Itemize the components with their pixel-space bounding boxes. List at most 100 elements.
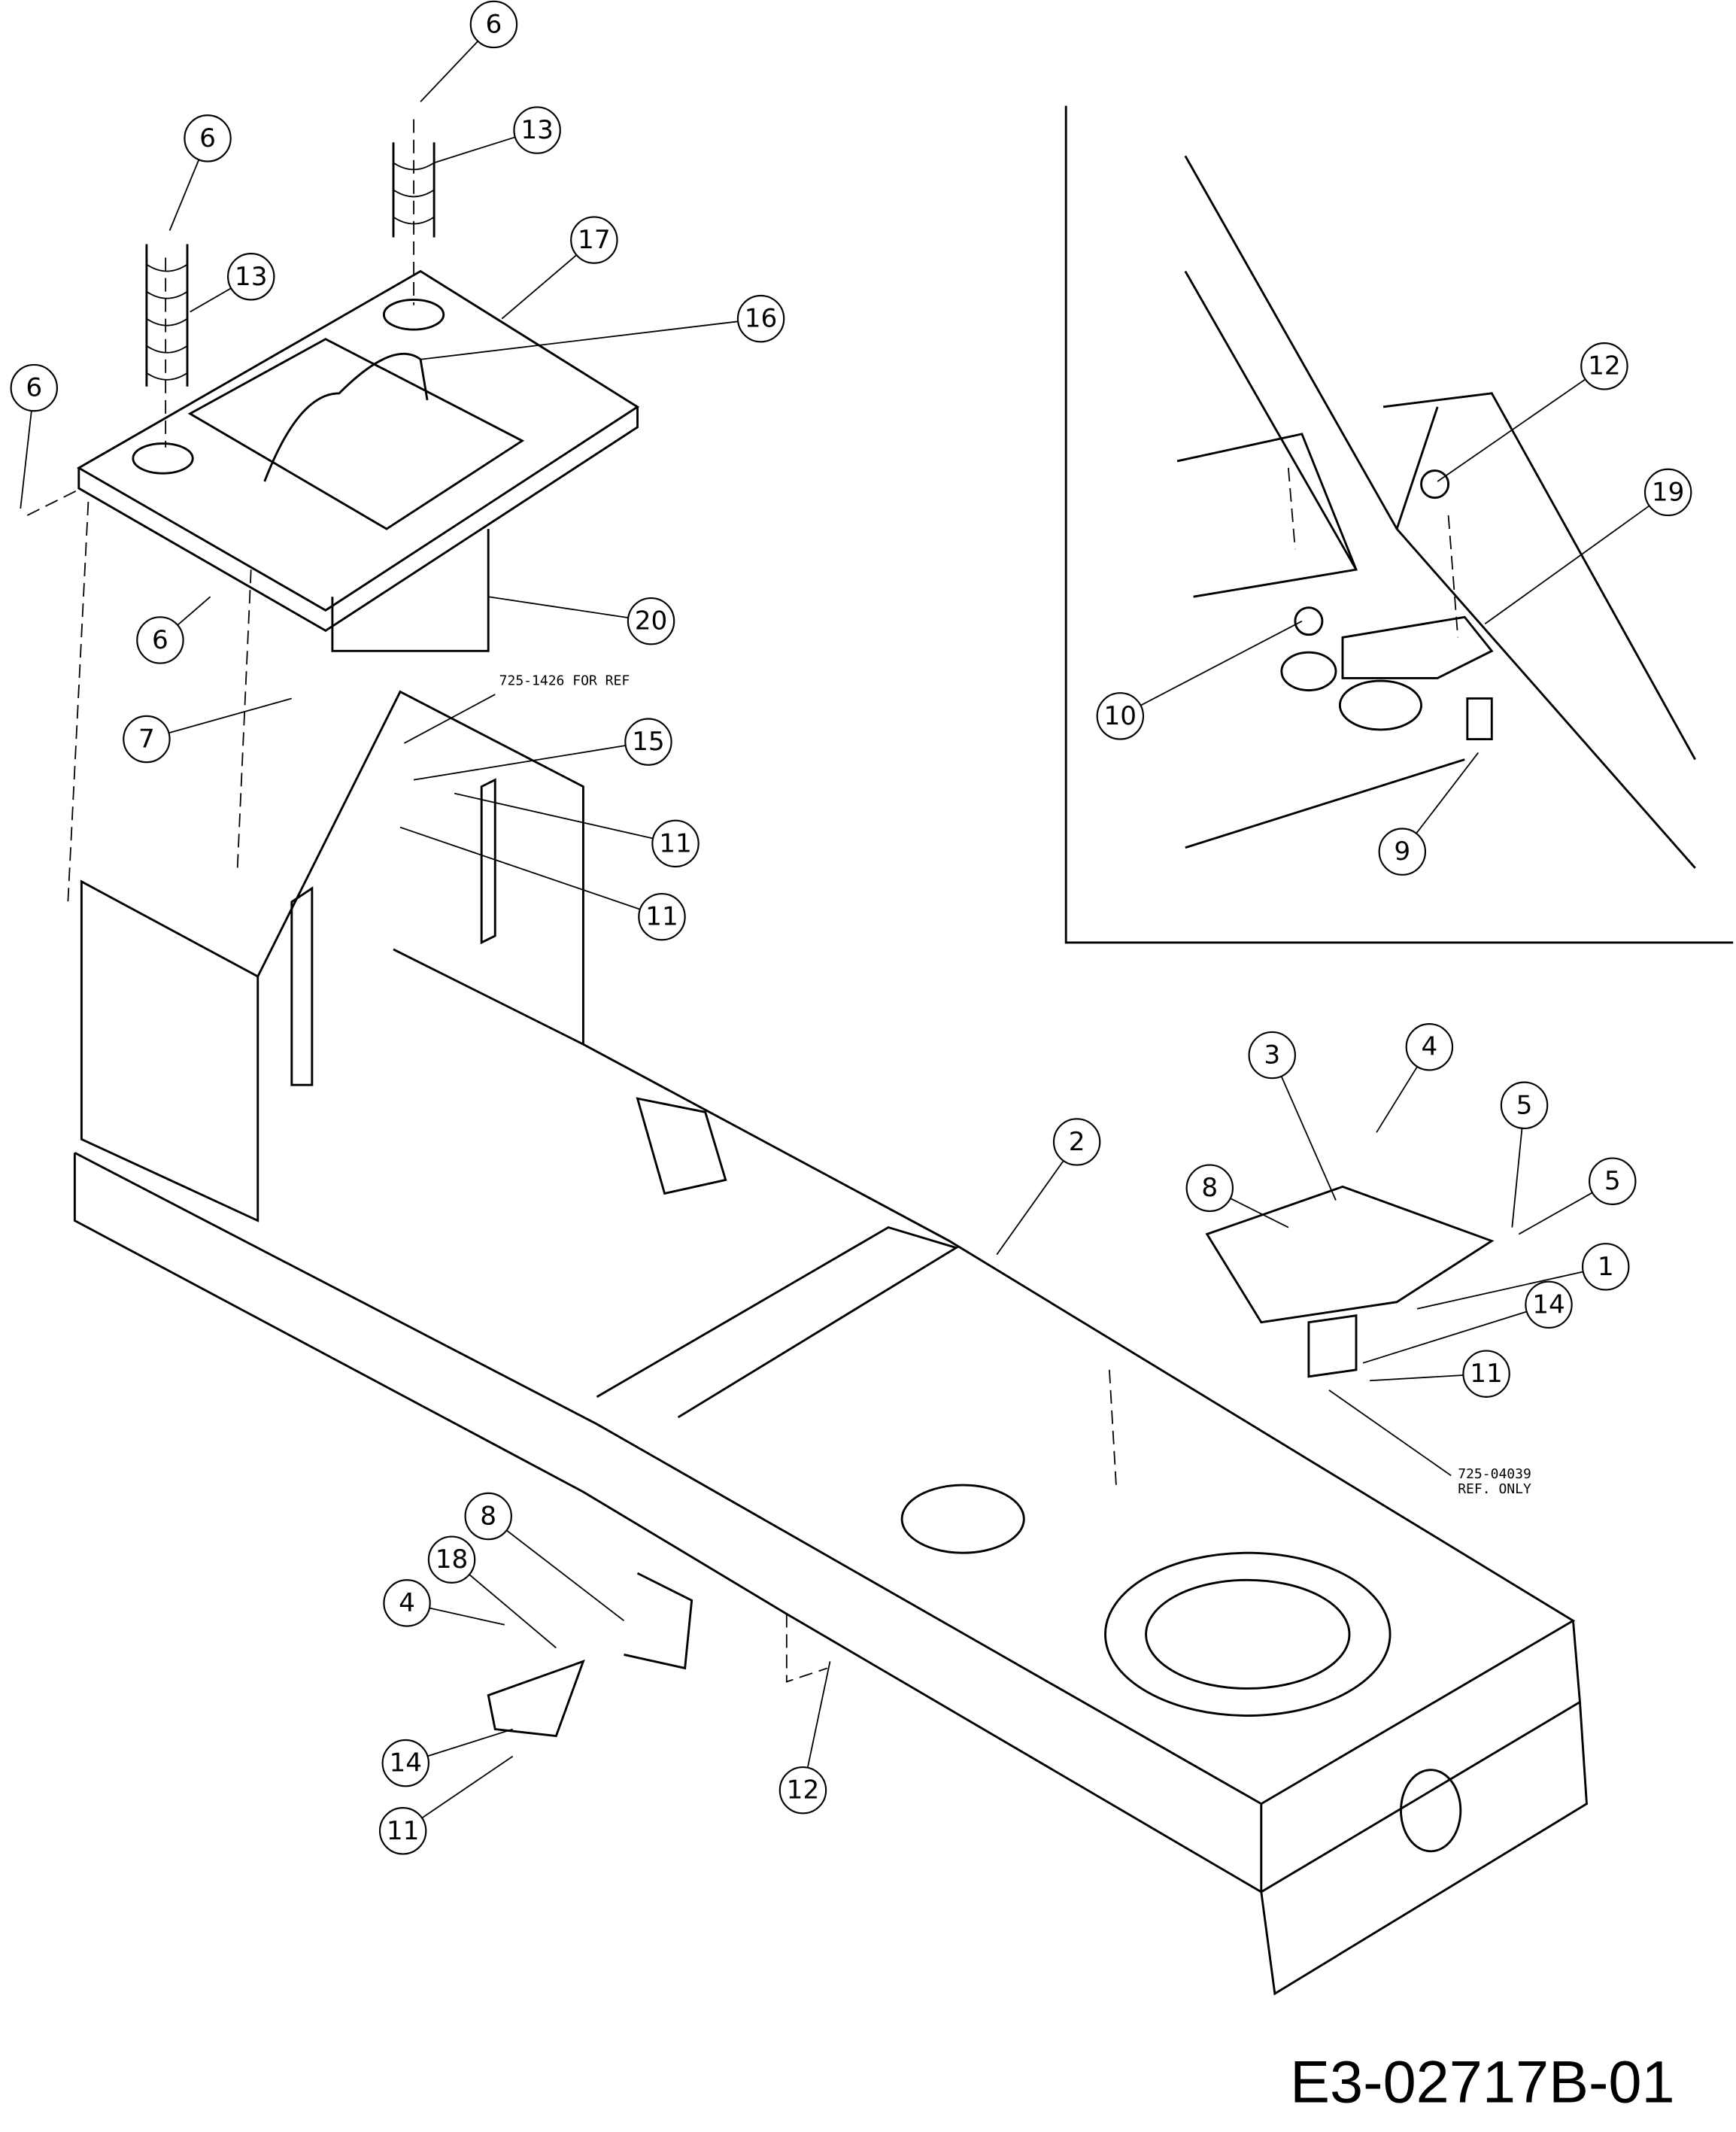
callout-circle (1580, 342, 1628, 390)
callout-6: 6 (10, 363, 59, 509)
leader-line (1376, 1066, 1418, 1133)
callout-13: 13 (190, 253, 275, 313)
leader-line (1416, 1271, 1584, 1310)
leader-line (399, 826, 641, 910)
callout-4: 4 (383, 1579, 505, 1627)
leader-line (1230, 1198, 1289, 1228)
callout-number: 4 (399, 1588, 415, 1618)
callout-number: 6 (486, 9, 502, 39)
callout-circle (1581, 1243, 1630, 1291)
callout-circle (1462, 1350, 1510, 1398)
callout-3: 3 (1248, 1031, 1337, 1201)
callout-number: 4 (1421, 1032, 1437, 1062)
callout-circle (1589, 1157, 1637, 1205)
leader-line (190, 287, 232, 313)
callout-circle (1405, 1023, 1454, 1071)
callout-circle (778, 1766, 827, 1815)
callout-8: 8 (1185, 1164, 1289, 1228)
callout-number: 8 (480, 1502, 496, 1532)
callout-number: 19 (1652, 477, 1685, 507)
callout-number: 9 (1394, 837, 1410, 867)
ref-note-ref-only: REF. ONLY (1458, 1481, 1531, 1497)
callout-circle (136, 616, 184, 664)
leader-line (1140, 620, 1303, 706)
leader-line (429, 1607, 505, 1626)
callout-circle (1643, 468, 1692, 517)
callout-2: 2 (996, 1118, 1101, 1256)
callout-number: 6 (152, 625, 168, 655)
callout-circle (1378, 828, 1427, 876)
callout-number: 12 (787, 1775, 820, 1806)
callout-circle (513, 106, 561, 154)
callout-1: 1 (1416, 1243, 1630, 1310)
callout-7: 7 (123, 697, 293, 764)
callout-5: 5 (1500, 1081, 1549, 1228)
callout-circle (570, 216, 618, 264)
callout-number: 16 (745, 304, 778, 334)
leader-line (469, 1574, 557, 1649)
callout-circle (10, 363, 59, 412)
callout-number: 20 (635, 606, 668, 636)
callout-15: 15 (413, 718, 672, 781)
callout-circle (464, 1492, 512, 1541)
callout-number: 6 (26, 373, 42, 403)
callout-12: 12 (1437, 342, 1628, 482)
callout-18: 18 (427, 1535, 557, 1649)
leader-line (1511, 1128, 1523, 1228)
callout-number: 13 (235, 262, 268, 292)
callout-number: 6 (199, 123, 216, 153)
leader-line (420, 41, 479, 102)
callout-circle (226, 253, 275, 301)
callout-circle (378, 1807, 427, 1855)
leader-line (1416, 752, 1479, 834)
callout-number: 2 (1069, 1127, 1085, 1157)
callout-number: 1 (1598, 1252, 1614, 1282)
callout-10: 10 (1096, 620, 1303, 740)
leader-line (427, 1728, 513, 1757)
callout-circle (1248, 1031, 1296, 1080)
callout-circle (381, 1739, 429, 1787)
callout-circle (469, 0, 518, 49)
leader-line (413, 745, 626, 781)
callout-number: 17 (578, 225, 611, 255)
leader-line (168, 159, 200, 231)
callout-8: 8 (464, 1492, 625, 1622)
callout-20: 20 (488, 596, 675, 645)
callout-number: 14 (389, 1748, 422, 1778)
callout-circle (1500, 1081, 1549, 1130)
callout-17: 17 (501, 216, 618, 320)
callout-number: 13 (520, 115, 554, 145)
callout-circle (627, 597, 675, 645)
callout-19: 19 (1484, 468, 1692, 625)
callout-circle (624, 718, 672, 766)
leader-line (1518, 1192, 1593, 1235)
callout-number: 7 (138, 724, 155, 755)
leader-line (20, 410, 32, 509)
callout-circle (651, 819, 700, 868)
leader-line (420, 320, 739, 360)
leader-line (505, 1529, 625, 1622)
leader-line (806, 1661, 831, 1768)
callout-circle (427, 1535, 476, 1584)
callout-9: 9 (1378, 752, 1479, 876)
callout-number: 11 (387, 1816, 420, 1846)
callout-circle (123, 715, 171, 764)
leader-line (1484, 505, 1650, 625)
leader-line (454, 792, 654, 840)
callout-11: 11 (454, 792, 700, 868)
callout-number: 5 (1516, 1090, 1533, 1120)
callout-number: 18 (436, 1544, 469, 1575)
callout-circle (1052, 1118, 1101, 1166)
leader-line (177, 596, 211, 626)
leader-line (488, 596, 629, 619)
callout-number: 12 (1588, 351, 1621, 381)
callout-12: 12 (778, 1661, 831, 1815)
callout-5: 5 (1518, 1157, 1637, 1235)
callout-circle (1096, 692, 1145, 740)
callout-number: 8 (1201, 1173, 1218, 1203)
leader-line (501, 254, 578, 320)
callout-number: 15 (632, 727, 665, 757)
ref-note-725-1426: 725-1426 FOR REF (499, 673, 630, 688)
